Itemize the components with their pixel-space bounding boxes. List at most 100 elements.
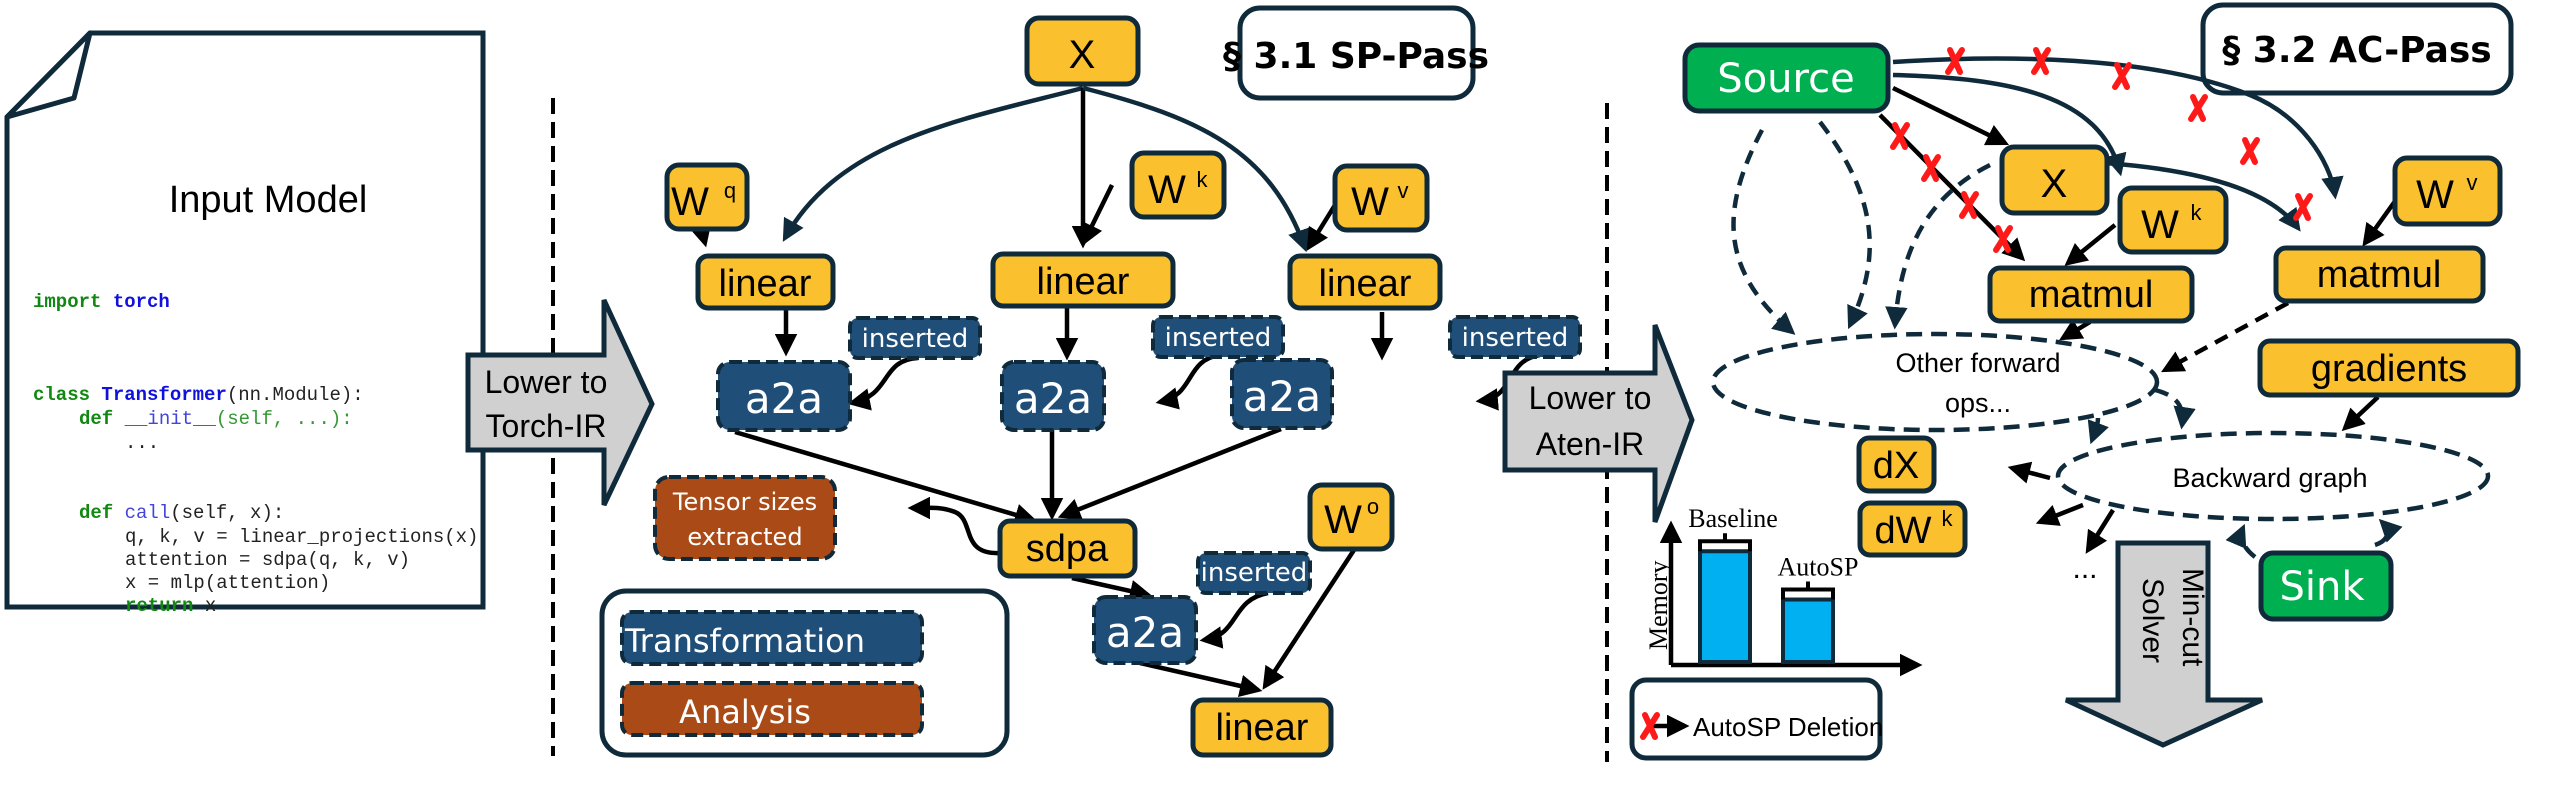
node-linear-k[interactable]: linear [990,251,1176,309]
svg-text:matmul: matmul [2317,254,2442,296]
node-dwk[interactable]: dW k [1857,500,1968,558]
node-inserted-k[interactable]: inserted [1151,315,1285,359]
edge-source-to-forward-2 [1818,120,1872,330]
edge-x-to-linear-q [782,85,1084,242]
svg-text:Sink: Sink [2279,564,2365,610]
edge-backward-to-dx [2007,461,2051,484]
svg-text:ops...: ops... [1945,388,2011,418]
code-line-2: class Transformer(nn.Module): [33,384,364,406]
svg-text:Solver: Solver [2136,578,2169,663]
y-axis-label: Memory [1644,560,1673,650]
svg-text:sdpa: sdpa [1026,528,1109,570]
node-ac-x[interactable]: X [1999,144,2110,216]
svg-text:inserted: inserted [1462,323,1569,353]
node-inserted-o[interactable]: inserted [1196,551,1312,595]
svg-text:linear: linear [1216,707,1309,749]
edge-inserted-to-a2a-k [1155,352,1221,410]
svg-text:X: X [2041,162,2068,206]
legend-transformation: Transformation [620,610,924,666]
svg-text:Lower to: Lower to [1529,380,1652,416]
node-gradients[interactable]: gradients [2257,338,2521,398]
svg-text:X: X [1069,33,1096,77]
code-line-5: def call(self, x): [79,502,284,524]
svg-text:W: W [2416,173,2454,217]
node-linear-q[interactable]: linear [695,253,836,311]
x-mark-icon [1959,191,1979,219]
backward-graph-ellipse [2055,430,2491,522]
edge-forward-to-backward-1 [2154,387,2196,430]
node-dx[interactable]: dX [1856,435,1937,494]
node-x[interactable]: X [1024,15,1141,87]
sp-legend: Transformation Analysis [599,588,1010,758]
edge-wo-to-linear [1262,548,1356,690]
ac-pass-title: § 3.2 AC-Pass [2222,30,2491,71]
node-wo[interactable]: W o [1307,482,1395,552]
svg-text:inserted: inserted [1201,558,1308,588]
node-wv[interactable]: W v [1332,163,1430,233]
edge-backward-to-more [2085,508,2115,554]
node-matmul-v[interactable]: matmul [2273,245,2486,304]
svg-text:gradients: gradients [2311,348,2467,390]
sp-pass-panel: § 3.1 SP-Pass X [599,5,1582,758]
node-inserted-v[interactable]: inserted [1448,315,1582,359]
code-line-4: ... [125,432,159,454]
node-ac-wk[interactable]: W k [2117,185,2229,255]
svg-text:Tensor sizes: Tensor sizes [672,488,817,516]
svg-text:W: W [2141,203,2179,247]
code-line-6: q, k, v = linear_projections(x) [125,526,478,548]
node-a2a-v[interactable]: a2a [1230,358,1334,430]
node-tensor-sizes-extracted[interactable]: Tensor sizes extracted [653,475,837,561]
node-ac-wv[interactable]: W v [2392,155,2503,227]
svg-text:a2a: a2a [1014,374,1092,423]
node-sink[interactable]: Sink [2258,550,2394,622]
code-line-8: x = mlp(attention) [125,572,330,594]
edge-matmul-v-to-forward [2161,301,2290,373]
edge-source-to-forward-1 [1731,128,1796,335]
input-model-panel: Input Model import torch class Transform… [4,30,486,617]
edge-wk-to-linear [1081,184,1115,247]
svg-text:a2a: a2a [1106,608,1184,657]
bar-autosp [1781,597,1835,665]
svg-text:Lower to: Lower to [485,364,608,400]
svg-text:a2a: a2a [1243,372,1321,421]
edge-gradients-to-backward [2341,395,2380,432]
ac-pass-panel: § 3.2 AC-Pass Other forward ops... Backw… [1629,2,2521,761]
edge-matmul-k-to-forward [2059,319,2092,341]
svg-text:v: v [2467,170,2478,195]
node-inserted-q[interactable]: inserted [848,316,982,360]
edge-sdpa-to-tensor-sizes [907,496,1001,556]
edge-x-to-forward [1885,162,1992,330]
svg-text:inserted: inserted [862,324,969,354]
code-line-9: return x [125,595,216,617]
node-wq[interactable]: W q [664,162,750,232]
node-wk[interactable]: W k [1129,150,1227,220]
node-a2a-q[interactable]: a2a [716,360,852,432]
svg-text:linear: linear [719,263,812,305]
x-mark-icon [1993,225,2013,253]
legend-analysis: Analysis [620,681,924,737]
ac-pass-title-box [2200,2,2514,96]
svg-text:Transformation: Transformation [624,622,865,660]
edge-a2a-q-to-sdpa [734,429,1038,526]
svg-text:W: W [1148,168,1186,212]
edge-forward-to-backward-2 [2087,417,2109,445]
svg-text:k: k [1942,506,1954,531]
bar-bracket-baseline [1698,533,1752,552]
edge-backward-to-dw [2035,502,2084,526]
svg-text:Torch-IR: Torch-IR [486,408,607,444]
svg-text:linear: linear [1037,261,1130,303]
svg-text:W: W [1351,180,1389,224]
code-line-3: def __init__(self, ...): [79,408,353,430]
x-mark-icon [1890,122,1910,150]
node-a2a-o[interactable]: a2a [1092,595,1198,665]
edge-wv-to-linear [1306,203,1337,251]
svg-text:Aten-IR: Aten-IR [1536,426,1644,462]
node-matmul-k[interactable]: matmul [1987,265,2195,324]
code-block: import torch class Transformer(nn.Module… [33,291,478,617]
node-a2a-k[interactable]: a2a [1000,360,1106,432]
node-source[interactable]: Source [1682,42,1891,114]
node-sdpa[interactable]: sdpa [997,518,1138,579]
node-linear-v[interactable]: linear [1287,253,1443,311]
node-linear-o[interactable]: linear [1190,697,1334,758]
